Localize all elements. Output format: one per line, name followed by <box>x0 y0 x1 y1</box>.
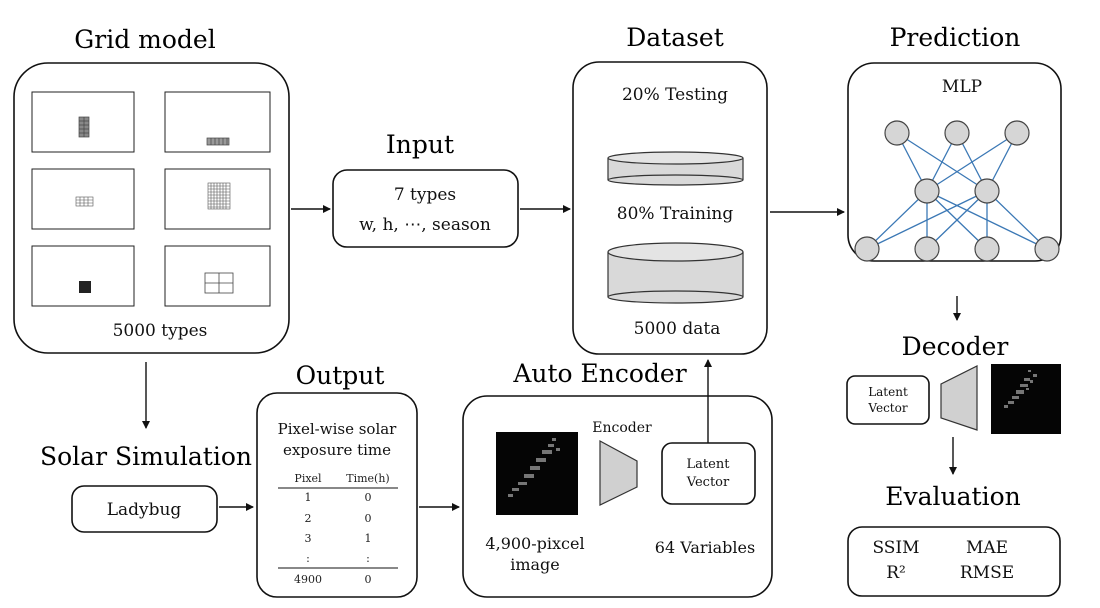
metric-mae: MAE <box>966 538 1008 558</box>
variables-label: 64 Variables <box>655 538 755 557</box>
grid-thumbnail-5 <box>31 245 135 307</box>
grid-model-title: Grid model <box>74 25 215 54</box>
testing-cylinder <box>607 151 744 186</box>
ladybug-label: Ladybug <box>107 500 182 520</box>
mlp-node <box>944 120 970 146</box>
mlp-node <box>1004 120 1030 146</box>
prediction-title: Prediction <box>890 23 1021 52</box>
auto-encoder-title: Auto Encoder <box>512 359 686 388</box>
mlp-node <box>974 236 1000 262</box>
decoder-panel: Decoder Latent Vector <box>846 332 1061 434</box>
output-last-time: 0 <box>365 573 372 586</box>
grid-pattern-6 <box>204 272 234 294</box>
decoder-output-speckle <box>1004 370 1037 408</box>
evaluation-title: Evaluation <box>885 482 1020 511</box>
output-row4-time: : <box>366 552 370 565</box>
output-row4-pixel: : <box>306 552 310 565</box>
input-title: Input <box>386 130 454 159</box>
mlp-node <box>914 178 940 204</box>
evaluation-panel: Evaluation SSIM MAE R² RMSE <box>847 482 1061 597</box>
output-desc-line1: Pixel-wise solar <box>278 420 398 438</box>
evaluation-box <box>847 526 1061 597</box>
dataset-training-label: 80% Training <box>617 204 734 224</box>
prediction-panel: Prediction MLP <box>847 23 1062 262</box>
grid-pattern-1 <box>78 116 90 138</box>
mlp-edge <box>986 190 1048 250</box>
output-col-time: Time(h) <box>346 472 389 485</box>
decoder-output-image <box>991 364 1061 434</box>
training-cylinder <box>607 242 744 304</box>
latent-vector-line1: Latent <box>687 457 731 472</box>
mlp-edge <box>866 190 928 250</box>
latent-vector-line2: Vector <box>686 475 730 490</box>
image-caption-line2: image <box>510 555 560 574</box>
grid-pattern-2 <box>206 137 230 146</box>
mlp-network <box>854 120 1060 262</box>
grid-pattern-4 <box>207 182 231 210</box>
grid-thumbnail-4 <box>164 168 271 230</box>
output-row2-time: 0 <box>365 512 372 525</box>
grid-thumbnail-6 <box>164 245 271 307</box>
output-row3-time: 1 <box>365 532 372 545</box>
mlp-edge <box>926 190 988 250</box>
output-col-pixel: Pixel <box>294 472 322 485</box>
auto-encoder-panel: Auto Encoder Encoder Latent Vector 4,900… <box>462 359 773 598</box>
grid-model-footer: 5000 types <box>113 321 208 341</box>
mlp-node <box>854 236 880 262</box>
grid-pattern-5 <box>79 281 91 293</box>
image-caption-line1: 4,900-pixcel <box>485 534 584 553</box>
output-box <box>256 392 418 598</box>
ladybug-box <box>71 485 218 533</box>
mlp-edge <box>926 132 1018 192</box>
mlp-node <box>974 178 1000 204</box>
input-exposure-speckle <box>508 438 560 497</box>
encoder-label: Encoder <box>592 420 652 436</box>
grid-pattern-3 <box>75 196 94 207</box>
output-row1-time: 0 <box>365 491 372 504</box>
latent-vector-box <box>661 442 756 505</box>
metric-rmse: RMSE <box>960 563 1014 583</box>
decoder-latent-vector-box <box>846 375 930 425</box>
mlp-node <box>884 120 910 146</box>
grid-thumbnail-3 <box>31 168 135 230</box>
dataset-footer: 5000 data <box>634 319 721 339</box>
mlp-node <box>914 236 940 262</box>
output-desc-line2: exposure time <box>283 441 391 459</box>
output-row2-pixel: 2 <box>305 512 312 525</box>
output-panel: Output Pixel-wise solar exposure time Pi… <box>256 361 418 598</box>
dataset-testing-label: 20% Testing <box>622 85 728 105</box>
decoder-latent-line1: Latent <box>868 385 908 399</box>
decoder-title: Decoder <box>902 332 1009 361</box>
output-row3-pixel: 3 <box>305 532 312 545</box>
input-exposure-image <box>496 432 578 515</box>
mlp-label: MLP <box>942 77 982 97</box>
input-line2: w, h, ⋯, season <box>359 215 491 235</box>
mlp-node <box>1034 236 1060 262</box>
output-last-pixel: 4900 <box>294 573 322 586</box>
input-box <box>332 169 519 248</box>
metric-r2: R² <box>886 563 906 583</box>
solar-simulation-panel: Solar Simulation Ladybug <box>40 442 252 533</box>
dataset-title: Dataset <box>626 23 724 52</box>
dataset-panel: Dataset 20% Testing 80% Training 5000 da… <box>572 23 768 355</box>
metric-ssim: SSIM <box>872 538 919 558</box>
grid-model-panel: Grid model <box>13 25 290 354</box>
output-title: Output <box>296 361 385 390</box>
decoder-trapezoid <box>940 365 978 431</box>
output-row1-pixel: 1 <box>305 491 312 504</box>
mlp-edge <box>866 190 988 250</box>
input-line1: 7 types <box>394 185 456 205</box>
input-panel: Input 7 types w, h, ⋯, season <box>332 130 519 248</box>
solar-simulation-title: Solar Simulation <box>40 442 252 471</box>
encoder-trapezoid <box>599 439 638 506</box>
decoder-latent-line2: Vector <box>867 401 907 415</box>
